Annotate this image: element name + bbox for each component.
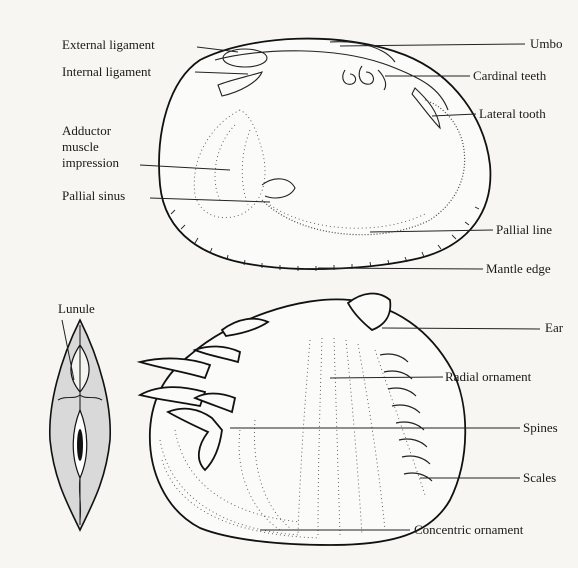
spines-label: Spines — [523, 420, 558, 435]
lunule-view — [50, 320, 110, 530]
scales-label: Scales — [523, 470, 556, 485]
adductor-label-line3: impression — [62, 155, 120, 170]
external-ligament-label: External ligament — [62, 37, 155, 52]
ear-label: Ear — [545, 320, 564, 335]
lateral-tooth-label: Lateral tooth — [479, 106, 546, 121]
exterior-shell-view — [140, 294, 465, 545]
pallial-line-label: Pallial line — [496, 222, 552, 237]
internal-ligament-label: Internal ligament — [62, 64, 152, 79]
interior-shell-outline — [159, 39, 490, 269]
cardinal-teeth-label: Cardinal teeth — [473, 68, 547, 83]
interior-shell-view — [159, 39, 490, 271]
concentric-ornament-label: Concentric ornament — [414, 522, 524, 537]
pallial-sinus-label: Pallial sinus — [62, 188, 125, 203]
lunule-label: Lunule — [58, 301, 95, 316]
adductor-label-line1: Adductor — [62, 123, 112, 138]
umbo-label: Umbo — [530, 36, 563, 51]
adductor-label-line2: muscle — [62, 139, 99, 154]
mantle-edge-label: Mantle edge — [486, 261, 551, 276]
radial-ornament-label: Radial ornament — [445, 369, 532, 384]
